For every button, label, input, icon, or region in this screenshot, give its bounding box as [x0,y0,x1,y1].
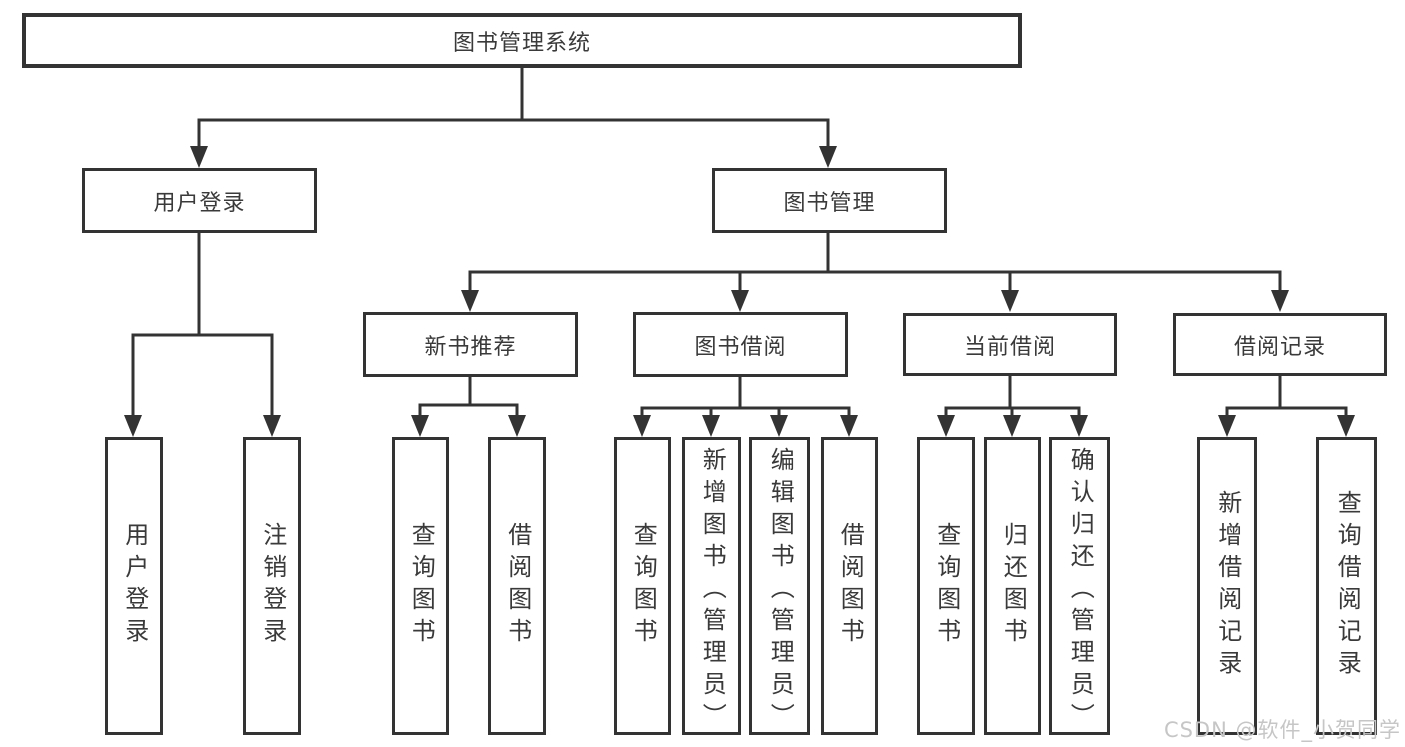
node-book-borrowing-label: 图书借阅 [694,334,787,360]
node-current-borrowing: 当前借阅 [903,313,1117,376]
connector-borrowing-to-leaves [633,375,858,437]
connector-newbook-to-leaves [411,375,526,437]
node-book-borrowing: 图书借阅 [633,312,848,377]
leaf-nbr-query-books-label: 查询图书 [407,522,436,650]
node-library-system: 图书管理系统 [22,13,1022,68]
leaf-br-add-record: 新增借阅记录 [1197,437,1257,735]
connector-records-to-leaves [1218,373,1355,437]
node-library-system-label: 图书管理系统 [452,30,591,56]
leaf-cb-confirm-return-label: 确认归还（管理员） [1066,447,1095,735]
node-borrowing-records: 借阅记录 [1173,313,1387,376]
node-new-book-recommend-label: 新书推荐 [424,334,517,360]
connector-userlogin-to-leaves [124,231,281,437]
leaf-cb-confirm-return: 确认归还（管理员） [1049,437,1110,735]
leaf-br-query-record: 查询借阅记录 [1316,437,1377,735]
leaf-bb-edit-books: 编辑图书（管理员） [749,437,810,735]
connector-current-to-leaves [937,373,1088,437]
leaf-logout: 注销登录 [243,437,301,735]
connector-root-to-level2 [190,66,837,168]
leaf-nbr-query-books: 查询图书 [392,437,449,735]
leaf-user-login-label: 用户登录 [120,522,149,650]
connector-bookmgmt-to-level3 [461,231,1289,312]
leaf-bb-borrow-books-label: 借阅图书 [836,522,865,650]
leaf-bb-add-books-label: 新增图书（管理员） [698,447,727,735]
leaf-cb-query-books-label: 查询图书 [932,522,961,650]
node-current-borrowing-label: 当前借阅 [963,334,1056,360]
node-user-login: 用户登录 [82,168,317,233]
leaf-nbr-borrow-books-label: 借阅图书 [503,522,532,650]
leaf-bb-add-books: 新增图书（管理员） [682,437,741,735]
leaf-br-query-record-label: 查询借阅记录 [1333,490,1362,682]
leaf-bb-query-books-label: 查询图书 [629,522,658,650]
leaf-br-add-record-label: 新增借阅记录 [1213,490,1242,682]
leaf-cb-return-books-label: 归还图书 [999,522,1028,650]
leaf-nbr-borrow-books: 借阅图书 [488,437,546,735]
leaf-logout-label: 注销登录 [258,522,287,650]
node-book-management-label: 图书管理 [783,190,876,216]
leaf-cb-query-books: 查询图书 [917,437,975,735]
leaf-bb-borrow-books: 借阅图书 [821,437,878,735]
node-book-management: 图书管理 [712,168,947,233]
node-new-book-recommend: 新书推荐 [363,312,578,377]
leaf-bb-query-books: 查询图书 [614,437,671,735]
node-borrowing-records-label: 借阅记录 [1233,334,1326,360]
leaf-cb-return-books: 归还图书 [984,437,1041,735]
watermark-text: CSDN @软件_小贺同学 [1163,718,1401,742]
node-user-login-label: 用户登录 [153,190,246,216]
leaf-user-login: 用户登录 [105,437,163,735]
leaf-bb-edit-books-label: 编辑图书（管理员） [766,447,795,735]
